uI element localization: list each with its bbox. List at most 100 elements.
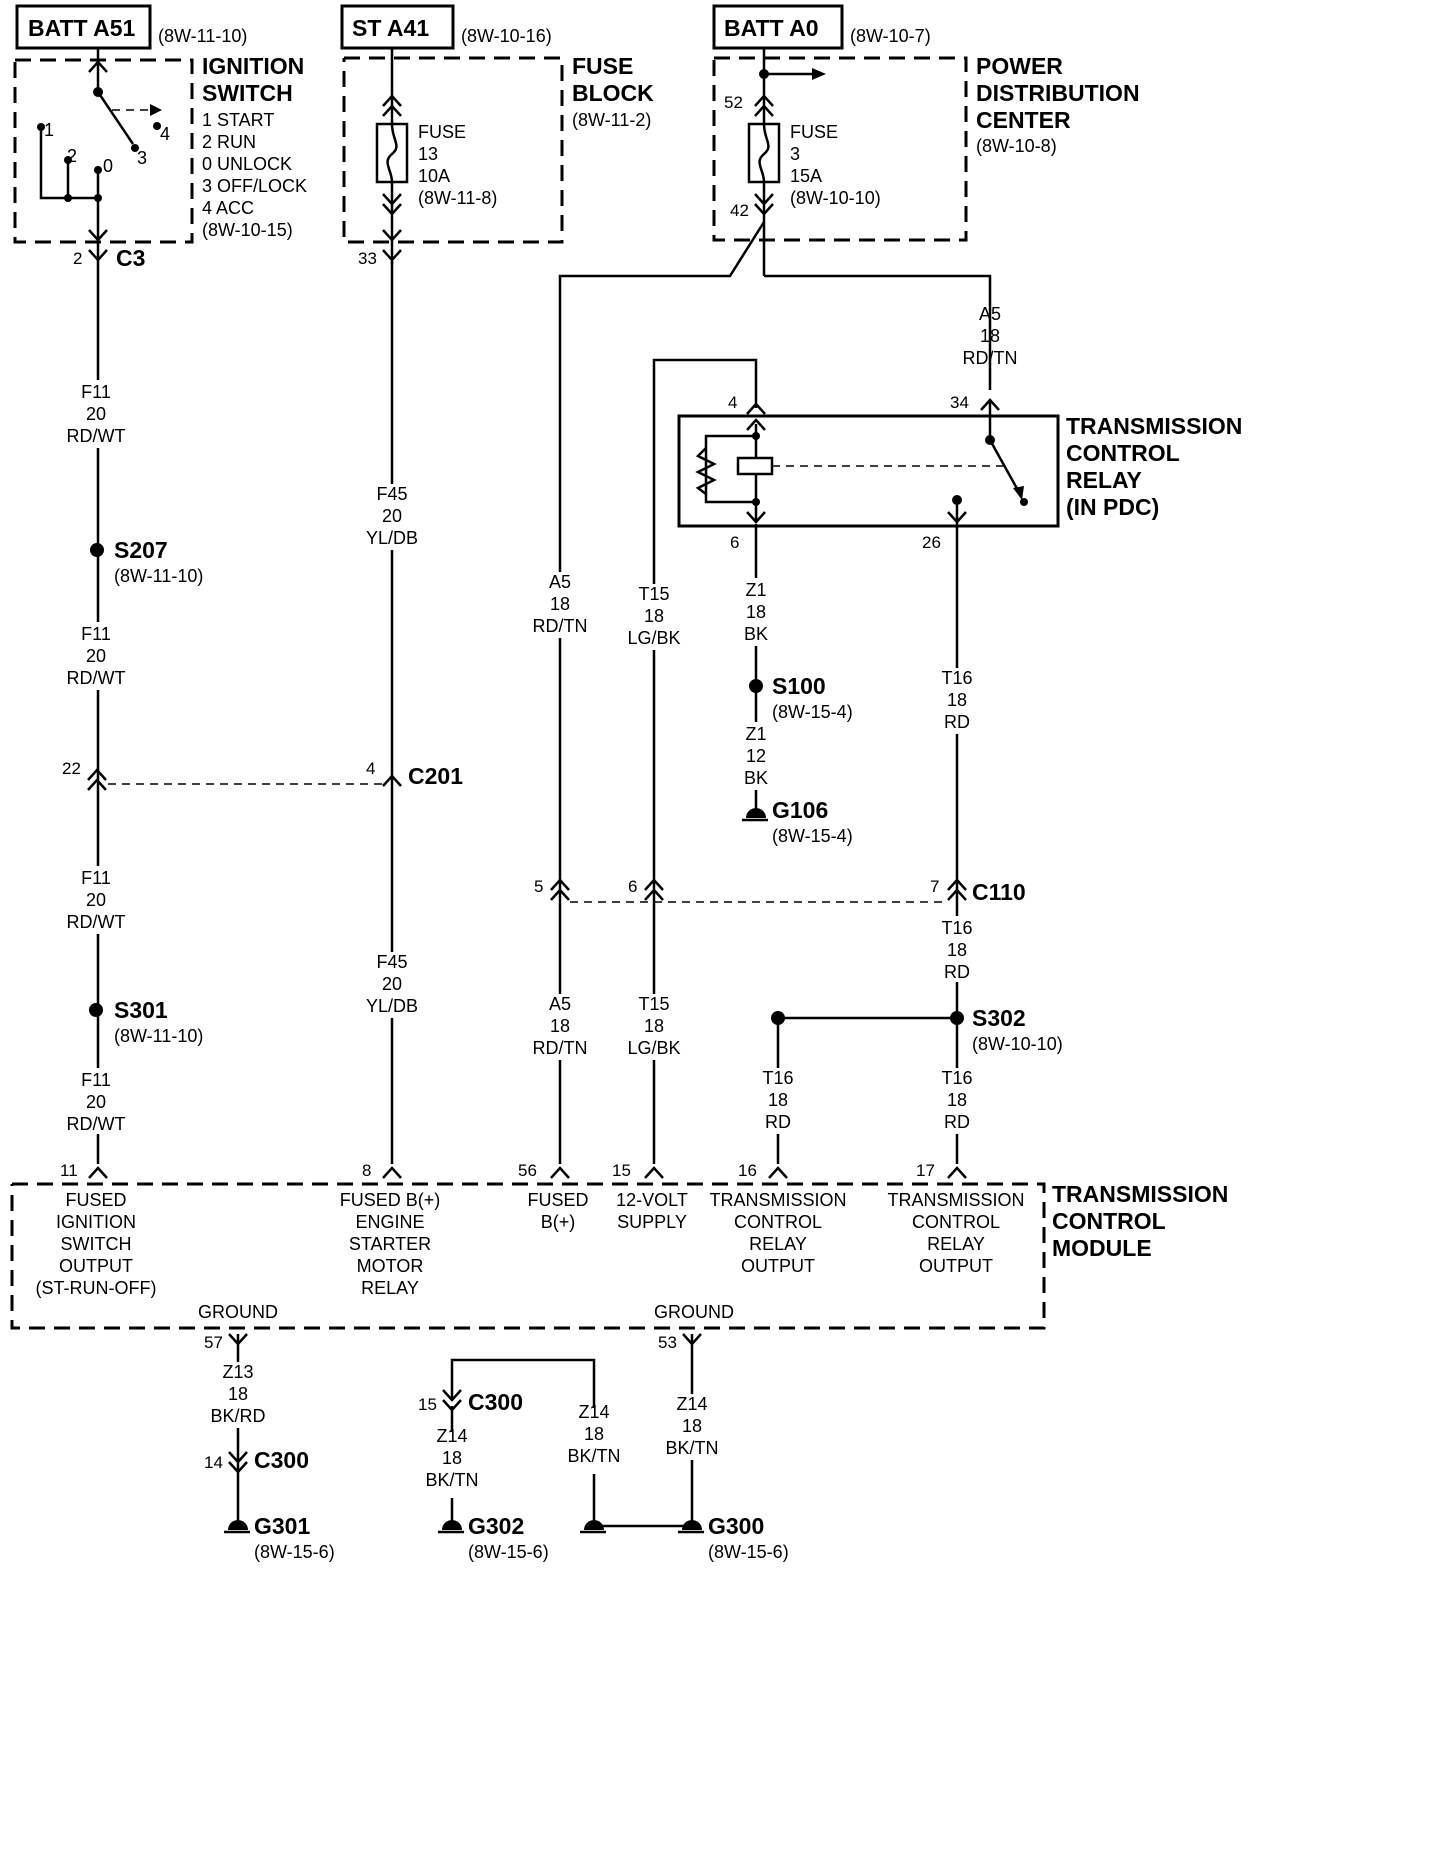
fuse-number: 13 (418, 144, 438, 164)
tcm-pin-label: OUTPUT (59, 1256, 133, 1276)
connector-c300: C300 (254, 1447, 309, 1473)
pin-number: 15 (418, 1395, 437, 1414)
source-batt-a51: BATT A51 (15, 4, 152, 50)
connector-c3: C3 (116, 245, 145, 271)
relay-title: (IN PDC) (1066, 494, 1159, 520)
wire-gauge: 12 (746, 746, 766, 766)
switch-pos-3: 3 (137, 148, 147, 168)
tcm-pin-label: SWITCH (61, 1234, 132, 1254)
source-ref: (8W-11-10) (158, 26, 247, 46)
pin-number: 6 (628, 877, 637, 896)
splice-s207 (90, 543, 104, 557)
ground-label: G302 (468, 1513, 524, 1539)
wire-gauge: 18 (228, 1384, 248, 1404)
tcm-ground-label: GROUND (654, 1302, 734, 1322)
wire-code: F45 (376, 484, 407, 504)
wire-gauge: 20 (86, 404, 106, 424)
pin-number: 52 (724, 93, 743, 112)
wire-gauge: 18 (682, 1416, 702, 1436)
wire-code: T16 (941, 1068, 972, 1088)
ignition-position: 1 START (202, 110, 274, 130)
switch-pos-2: 2 (67, 146, 77, 166)
pin-number: 53 (658, 1333, 677, 1352)
wire-gauge: 18 (584, 1424, 604, 1444)
wire-gauge: 20 (382, 974, 402, 994)
pdc-ref: (8W-10-8) (976, 136, 1057, 156)
wire-color: BK (744, 768, 768, 788)
fuse-block (342, 48, 564, 264)
wire-color: RD/WT (67, 1114, 126, 1134)
wire-a5-relay (764, 274, 992, 390)
ground-g300 (678, 1520, 704, 1534)
wire-code: Z13 (222, 1362, 253, 1382)
wire-code: F11 (81, 624, 111, 644)
ground-ref: (8W-15-6) (708, 1542, 789, 1562)
wire-color: BK/TN (665, 1438, 718, 1458)
relay-title: RELAY (1066, 467, 1142, 493)
wire-code: Z1 (745, 724, 766, 744)
pin-number: 11 (60, 1161, 78, 1180)
splice-ref: (8W-11-10) (114, 1026, 203, 1046)
pin-number: 4 (366, 759, 375, 778)
tcm-pin-label: FUSED (527, 1190, 588, 1210)
fuse-block-title: FUSE (572, 53, 633, 79)
ground-g106 (742, 808, 768, 822)
wire-gauge: 18 (947, 690, 967, 710)
ground-label: G300 (708, 1513, 764, 1539)
wire-code: A5 (549, 994, 571, 1014)
wire-code: Z1 (745, 580, 766, 600)
tcm-pin-label: STARTER (349, 1234, 431, 1254)
wire-color: BK/TN (567, 1446, 620, 1466)
tcm-pin-label: CONTROL (912, 1212, 1000, 1232)
wire-color: RD/TN (533, 616, 588, 636)
wire-color: RD/WT (67, 668, 126, 688)
fuse-block-ref: (8W-11-2) (572, 110, 651, 130)
ignition-position: 0 UNLOCK (202, 154, 292, 174)
tcm-pin-label: OUTPUT (919, 1256, 993, 1276)
wire-color: RD/WT (67, 912, 126, 932)
pin-number: 34 (950, 393, 969, 412)
pin-number: 2 (73, 249, 82, 268)
pin-number: 33 (358, 249, 377, 268)
wire-code: Z14 (578, 1402, 609, 1422)
connector-c201: C201 (408, 763, 463, 789)
pin-number: 14 (204, 1453, 223, 1472)
tcm-title: CONTROL (1052, 1208, 1166, 1234)
wire-gauge: 18 (550, 1016, 570, 1036)
pin-number: 42 (730, 201, 749, 220)
fuse-ref: (8W-10-10) (790, 188, 881, 208)
splice-ref: (8W-11-10) (114, 566, 203, 586)
tcm-pin-label: RELAY (927, 1234, 985, 1254)
tcm-pin-label: ENGINE (355, 1212, 424, 1232)
splice-label: S100 (772, 673, 826, 699)
ground-label: G106 (772, 797, 828, 823)
ground-ref: (8W-15-6) (468, 1542, 549, 1562)
wire-gauge: 20 (382, 506, 402, 526)
pin-number: 57 (204, 1333, 223, 1352)
pdc-title: CENTER (976, 107, 1071, 133)
splice-ref: (8W-10-10) (972, 1034, 1063, 1054)
source-batt-a0: BATT A0 (712, 4, 844, 50)
tcm-pin-label: FUSED B(+) (340, 1190, 441, 1210)
splice-ref: (8W-15-4) (772, 702, 853, 722)
tcm-pin-label: MOTOR (357, 1256, 424, 1276)
pin-number: 15 (612, 1161, 631, 1180)
pin-number: 22 (62, 759, 81, 778)
switch-pos-0: 0 (103, 156, 113, 176)
wire-code: Z14 (676, 1394, 707, 1414)
connector-c110: C110 (972, 879, 1026, 905)
source-ref: (8W-10-7) (850, 26, 931, 46)
wire-gauge: 20 (86, 890, 106, 910)
wire-code: A5 (549, 572, 571, 592)
wire-color: YL/DB (366, 528, 418, 548)
splice-label: S301 (114, 997, 168, 1023)
wire-code: T16 (941, 918, 972, 938)
pin-number: 6 (730, 533, 739, 552)
ground-label: G301 (254, 1513, 310, 1539)
wire-gauge: 18 (980, 326, 1000, 346)
wire-gauge: 20 (86, 646, 106, 666)
wire-gauge: 18 (442, 1448, 462, 1468)
pin-number: 16 (738, 1161, 757, 1180)
tcm-title: MODULE (1052, 1235, 1152, 1261)
transmission-control-relay (652, 358, 1060, 882)
